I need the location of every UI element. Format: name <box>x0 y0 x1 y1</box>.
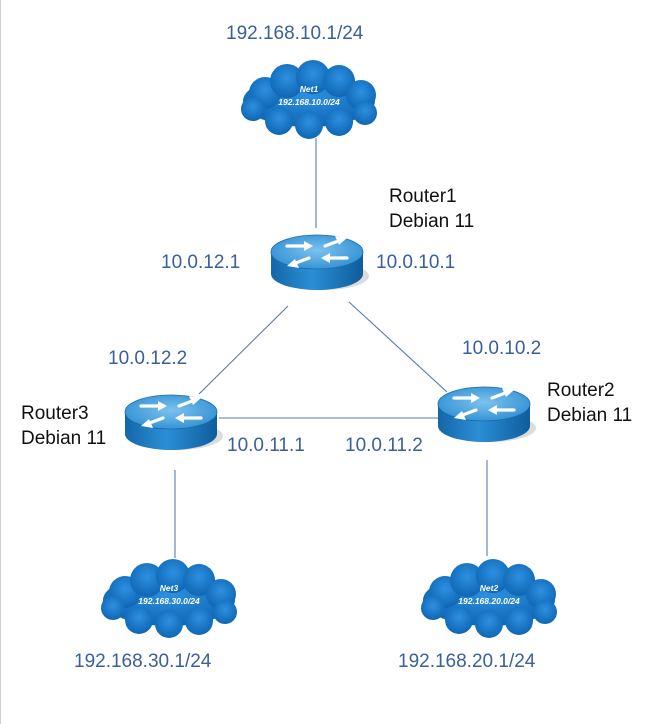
net1-cidr: 192.168.10.0/24 <box>278 97 340 107</box>
iface-r3-to-r2: 10.0.11.1 <box>227 435 305 456</box>
router3-icon <box>123 393 225 452</box>
cloud-icon: Net1 192.168.10.0/24 <box>241 60 377 139</box>
net2-gateway-label: 192.168.20.1/24 <box>398 651 536 672</box>
router2-name: Router2 <box>547 380 615 401</box>
net1-gateway-label: 192.168.10.1/24 <box>226 23 364 44</box>
iface-r1-to-r3: 10.0.12.1 <box>161 252 241 273</box>
links <box>174 138 488 558</box>
iface-r3-to-r1: 10.0.12.2 <box>108 348 188 369</box>
link-router1-router2 <box>348 301 448 393</box>
net2-cidr: 192.168.20.0/24 <box>458 596 520 606</box>
router1-icon <box>269 233 371 292</box>
router2-icon <box>436 385 538 444</box>
net1-name: Net1 <box>300 84 319 94</box>
router1-os: Debian 11 <box>389 211 475 232</box>
cloud-icon: Net2 192.168.20.0/24 <box>421 559 557 638</box>
router3-name: Router3 <box>21 403 89 424</box>
iface-r1-to-r2: 10.0.10.1 <box>376 252 456 273</box>
net3-name: Net3 <box>160 583 179 593</box>
router3-os: Debian 11 <box>21 428 107 449</box>
link-router1-router3 <box>198 305 289 395</box>
router1-name: Router1 <box>389 186 457 207</box>
router2-os: Debian 11 <box>547 405 633 426</box>
iface-r2-to-r3: 10.0.11.2 <box>345 435 423 456</box>
net3-gateway-label: 192.168.30.1/24 <box>74 651 212 672</box>
cloud-icon: Net3 192.168.30.0/24 <box>101 559 237 638</box>
iface-r2-to-r1: 10.0.10.2 <box>462 338 542 359</box>
net2-name: Net2 <box>480 583 499 593</box>
net3-cidr: 192.168.30.0/24 <box>138 596 200 606</box>
